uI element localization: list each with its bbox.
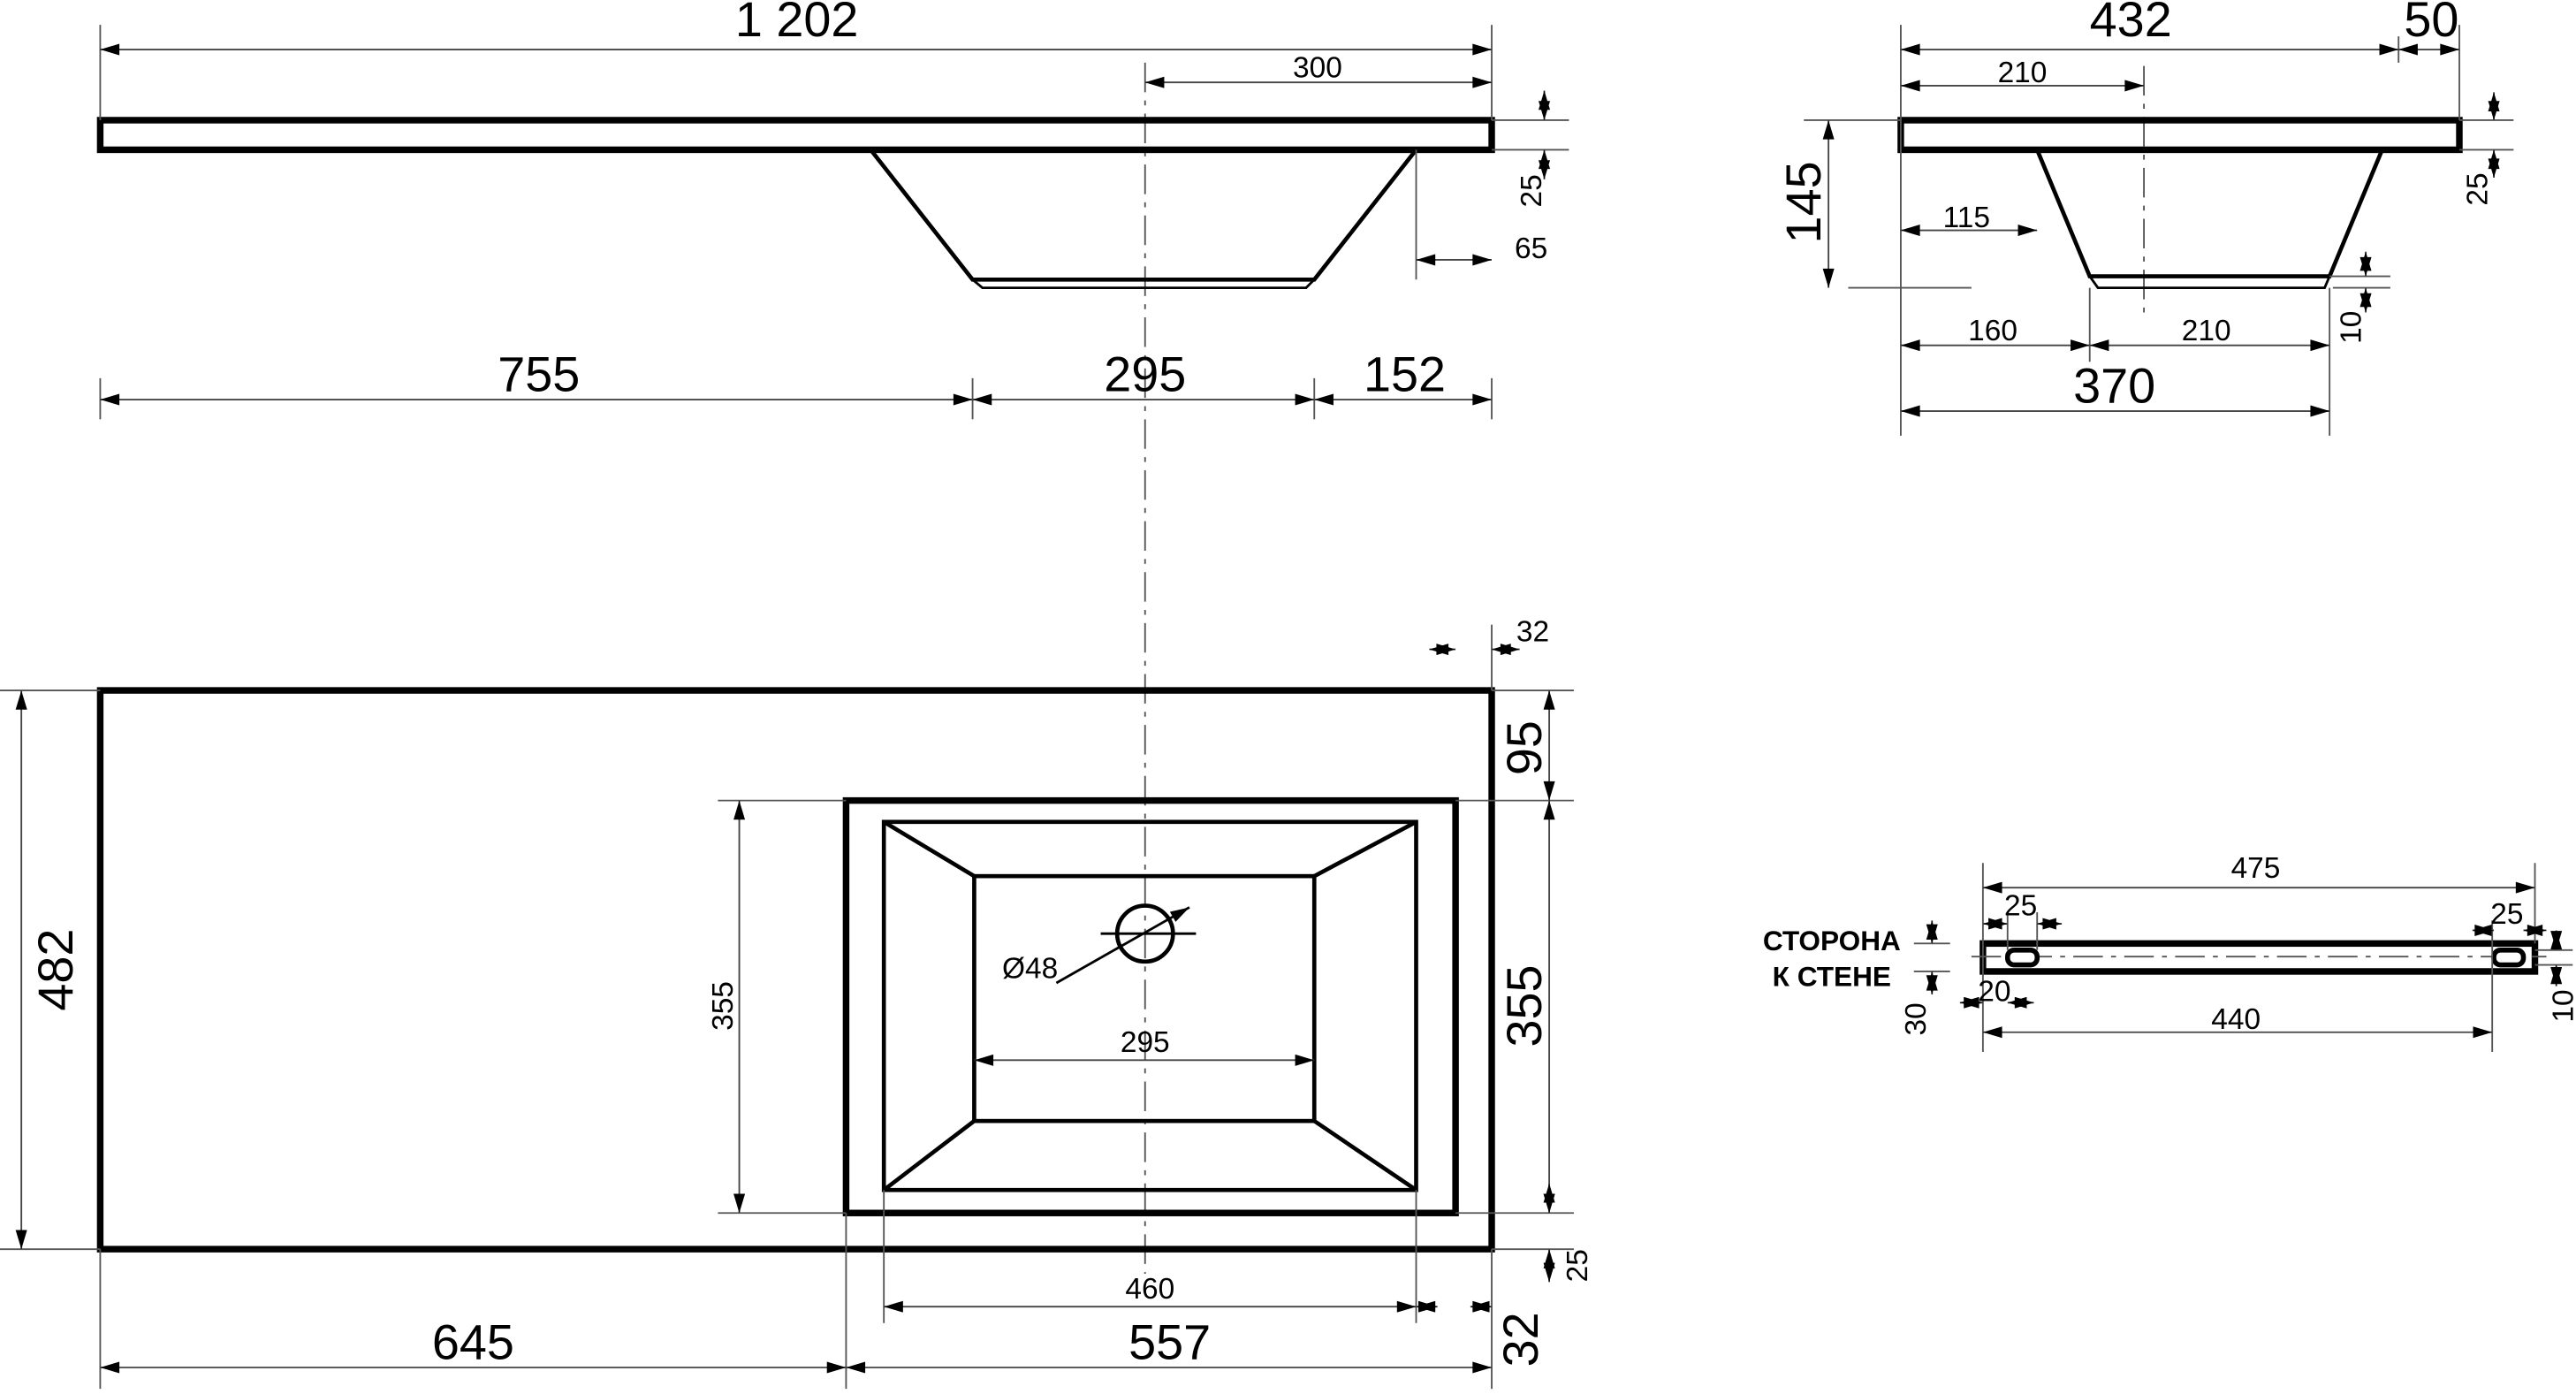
label-right-length: 557	[1128, 1315, 1211, 1370]
label-bowl-bottom-width: 295	[1121, 1026, 1170, 1059]
label-slot-height: 10	[2547, 989, 2576, 1022]
slot-left	[2004, 948, 2040, 968]
label-left-segment: 755	[498, 347, 580, 402]
label-right-edge-offset: 32	[1516, 615, 1549, 648]
label-bowl-inner-depth: 355	[707, 981, 740, 1031]
label-side-slab: 25	[2462, 172, 2495, 205]
label-bottom-right-offset: 32	[1493, 1312, 1548, 1367]
label-wall-side-1: СТОРОНА	[1763, 925, 1901, 956]
label-bracket-length: 475	[2231, 852, 2281, 885]
label-overhang: 50	[2404, 0, 2458, 47]
countertop-outline	[96, 687, 1495, 1253]
bowl-bottom	[972, 873, 1317, 1124]
label-slot-offset: 20	[1978, 975, 2010, 1008]
front-view: 1 202 300 25 65 755 295 152	[96, 0, 1569, 420]
bowl-outer	[842, 796, 1459, 1216]
label-overall-length: 1 202	[735, 0, 859, 47]
bowl-profile	[869, 148, 1418, 282]
side-bowl-profile	[2035, 149, 2384, 278]
label-back-margin: 95	[1497, 720, 1552, 775]
label-bowl-edge: 65	[1515, 232, 1547, 265]
label-bowl-depth: 355	[1497, 964, 1552, 1047]
label-height: 145	[1776, 161, 1831, 243]
label-bowl-width: 295	[1104, 347, 1186, 402]
label-side-drain: 210	[1998, 57, 2048, 89]
slot-right	[2491, 948, 2527, 968]
label-bowl-inner-width: 460	[1125, 1273, 1174, 1306]
bowl-rim	[881, 819, 1418, 1192]
label-drain-offset: 300	[1293, 52, 1342, 85]
label-front-margin: 25	[1562, 1249, 1594, 1282]
label-slot-right: 25	[2490, 898, 2523, 931]
label-slab-thickness: 25	[1516, 174, 1548, 207]
label-bottom-width: 210	[2182, 315, 2231, 347]
label-overall-depth: 482	[28, 929, 83, 1011]
label-depth: 432	[2090, 0, 2172, 47]
label-bowl-front: 115	[1943, 202, 1990, 234]
label-wall-side-2: К СТЕНЕ	[1773, 961, 1891, 993]
label-right-segment: 152	[1364, 347, 1446, 402]
countertop-slab	[96, 117, 1495, 154]
label-drain-diameter: Ø48	[1002, 952, 1058, 985]
label-slot-spacing: 440	[2211, 1003, 2261, 1036]
label-bottom-thickness: 10	[2335, 311, 2367, 344]
wall-bracket: СТОРОНА К СТЕНЕ 475 25 25 20 440 30 10	[1763, 852, 2576, 1053]
label-bottom-front: 160	[1968, 315, 2017, 347]
label-left-length: 645	[432, 1315, 514, 1370]
plan-view: Ø48 355 295 482 32 95 355 25 32 460 645 …	[0, 615, 1594, 1390]
side-view: 432 50 210 145 115 25 10 160 210 370	[1776, 0, 2514, 436]
side-slab	[1897, 117, 2463, 154]
label-slot-left: 25	[2004, 890, 2037, 923]
label-bowl-span: 370	[2073, 359, 2155, 414]
bowl-bottom-lip	[971, 278, 1316, 289]
label-bracket-height: 30	[1900, 1002, 1933, 1035]
